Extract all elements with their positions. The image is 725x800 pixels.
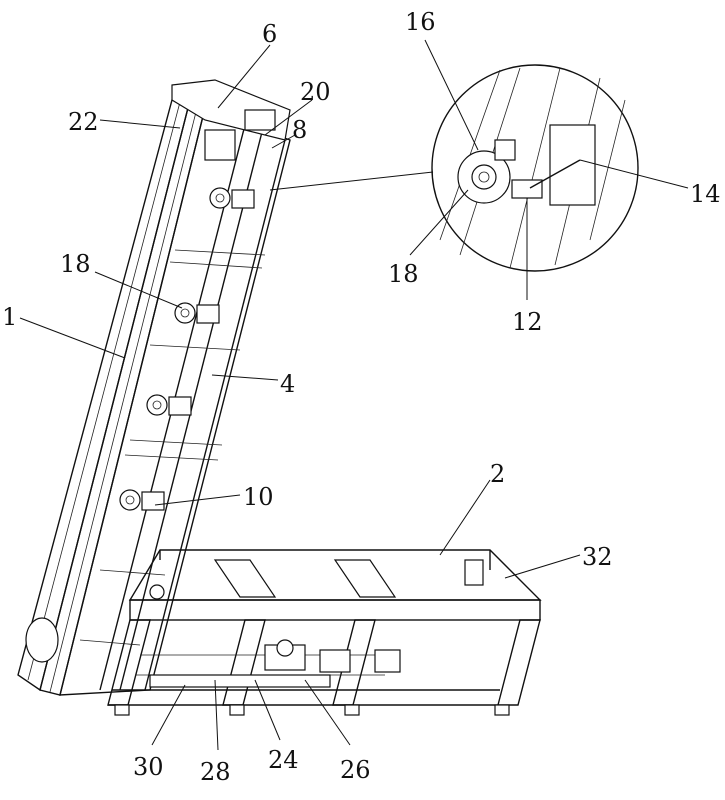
label-30: 30: [133, 753, 164, 781]
label-4: 4: [280, 370, 295, 398]
label-8: 8: [292, 116, 307, 144]
leader-lines: [19, 39, 689, 751]
label-12: 12: [512, 308, 543, 336]
label-14: 14: [690, 180, 721, 208]
label-6: 6: [262, 20, 277, 48]
label-10: 10: [243, 483, 274, 511]
label-22: 22: [68, 108, 99, 136]
label-2: 2: [490, 460, 505, 488]
detail-inset: [269, 64, 639, 272]
label-24: 24: [268, 746, 299, 774]
reference-numerals: 6 16 20 22 8 14 18 12 18 1 4 10 2 32 30 …: [2, 8, 721, 786]
label-18: 18: [60, 250, 91, 278]
label-28: 28: [200, 758, 231, 786]
label-26: 26: [340, 756, 371, 784]
base-frame: [107, 549, 542, 716]
label-32: 32: [582, 543, 613, 571]
label-1: 1: [2, 303, 17, 331]
label-20: 20: [300, 78, 331, 106]
tilted-column-frame: [17, 79, 291, 696]
label-18-inset: 18: [388, 260, 419, 288]
label-16: 16: [405, 8, 436, 36]
roller-wheels: [119, 187, 255, 511]
